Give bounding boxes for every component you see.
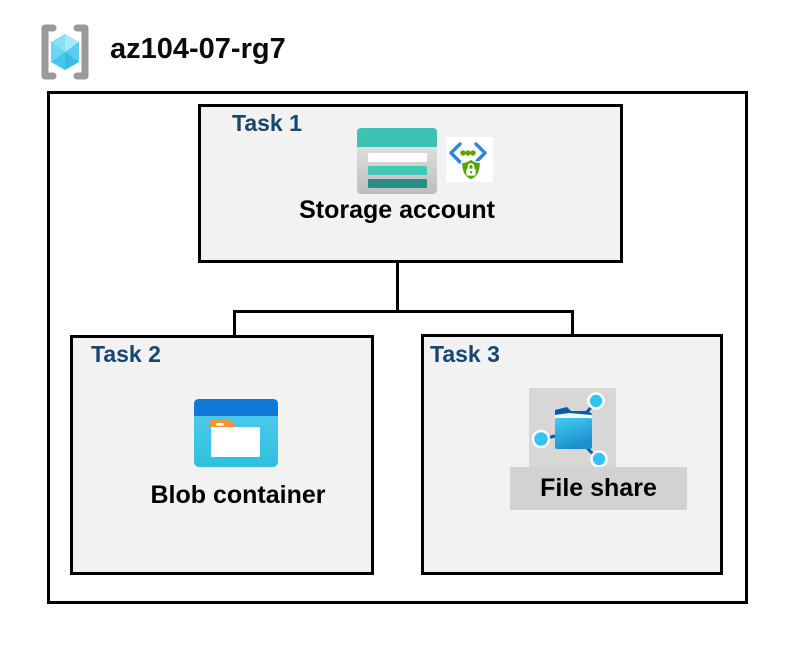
- resource-group-title: az104-07-rg7: [110, 33, 286, 65]
- connector-storage-stem: [396, 231, 399, 312]
- task3-item-label: File share: [540, 473, 657, 502]
- task2-label: Task 2: [91, 341, 161, 367]
- task2-item-label: Blob container: [150, 481, 326, 509]
- resource-group-icon: [41, 24, 89, 80]
- storage-access-keys-icon: [446, 137, 493, 182]
- storage-account-icon: [357, 128, 437, 194]
- task3-label: Task 3: [430, 341, 500, 367]
- task1-label: Task 1: [232, 110, 302, 136]
- file-share-label-bg: File share: [510, 467, 687, 510]
- blob-container-icon: [194, 399, 278, 467]
- file-share-icon: [529, 388, 616, 467]
- task1-item-label: Storage account: [299, 196, 495, 224]
- connector-horizontal: [233, 310, 574, 313]
